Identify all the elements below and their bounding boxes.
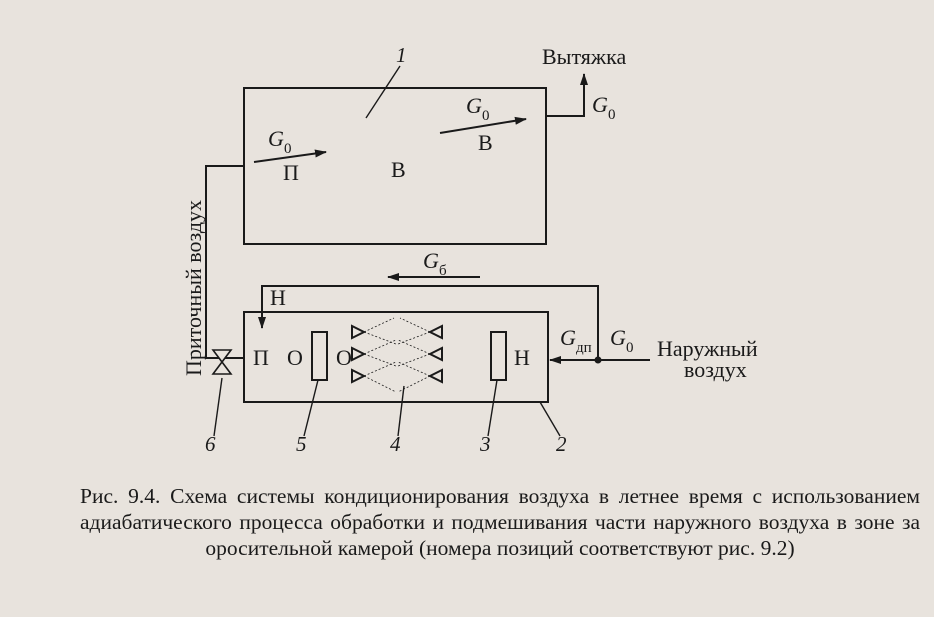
flow-room-in-label: G 0 [268,126,292,157]
leader-heater [487,379,498,437]
svg-text:G: G [610,325,626,350]
room-inflow-arrow [253,149,327,163]
outdoor-air-label-1: Наружный [657,336,758,361]
supply-air-label: Приточный воздух [181,200,206,376]
room-outflow-arrow [439,116,527,134]
svg-text:G: G [466,93,482,118]
damper-valve [211,349,233,375]
leader-spray [397,385,405,437]
leader-damper [213,377,223,437]
mixing-junction [594,356,602,364]
spray-nozzles-left [351,317,397,393]
svg-text:0: 0 [482,108,490,124]
point-v-room-right: В [478,130,493,155]
svg-text:G: G [268,126,284,151]
leader-reheater [303,379,319,437]
spray-nozzles-right [397,317,443,393]
point-n-bypass: Н [270,285,286,310]
leader-unit [539,401,561,437]
number-room: 1 [396,43,407,67]
number-spray-chamber: 4 [390,432,401,456]
svg-text:б: б [439,263,447,279]
point-p-room: П [283,160,299,185]
supply-duct [205,165,244,359]
number-unit: 2 [556,432,567,456]
outdoor-air-label-2: воздух [684,357,747,382]
number-damper: 6 [205,432,216,456]
svg-text:G: G [592,92,608,117]
bypass-line [258,285,599,360]
point-o-left: О [287,345,303,370]
heater-element [490,331,507,381]
point-v-room-center: В [391,157,406,182]
svg-text:G: G [560,325,576,350]
svg-text:0: 0 [608,107,616,123]
point-p-unit: П [253,345,269,370]
reheater-element [311,331,328,381]
svg-text:дп: дп [576,340,592,356]
exhaust-label: Вытяжка [542,44,626,69]
flow-outdoor-label: G 0 [610,325,634,356]
flow-bypass-label: G б [423,248,447,279]
flow-dp-label: G дп [560,325,592,356]
figure-caption: Рис. 9.4. Схема системы кондиционировани… [80,484,920,560]
flow-exhaust-label: G 0 [592,92,616,123]
number-reheater: 5 [296,432,307,456]
exhaust-duct [546,73,588,117]
leader-room [365,65,401,119]
svg-text:G: G [423,248,439,273]
point-n-unit: Н [514,345,530,370]
number-heater: 3 [479,432,491,456]
svg-text:0: 0 [626,340,634,356]
flow-room-out-label: G 0 [466,93,490,124]
svg-text:0: 0 [284,141,292,157]
point-o-right: О [336,345,352,370]
